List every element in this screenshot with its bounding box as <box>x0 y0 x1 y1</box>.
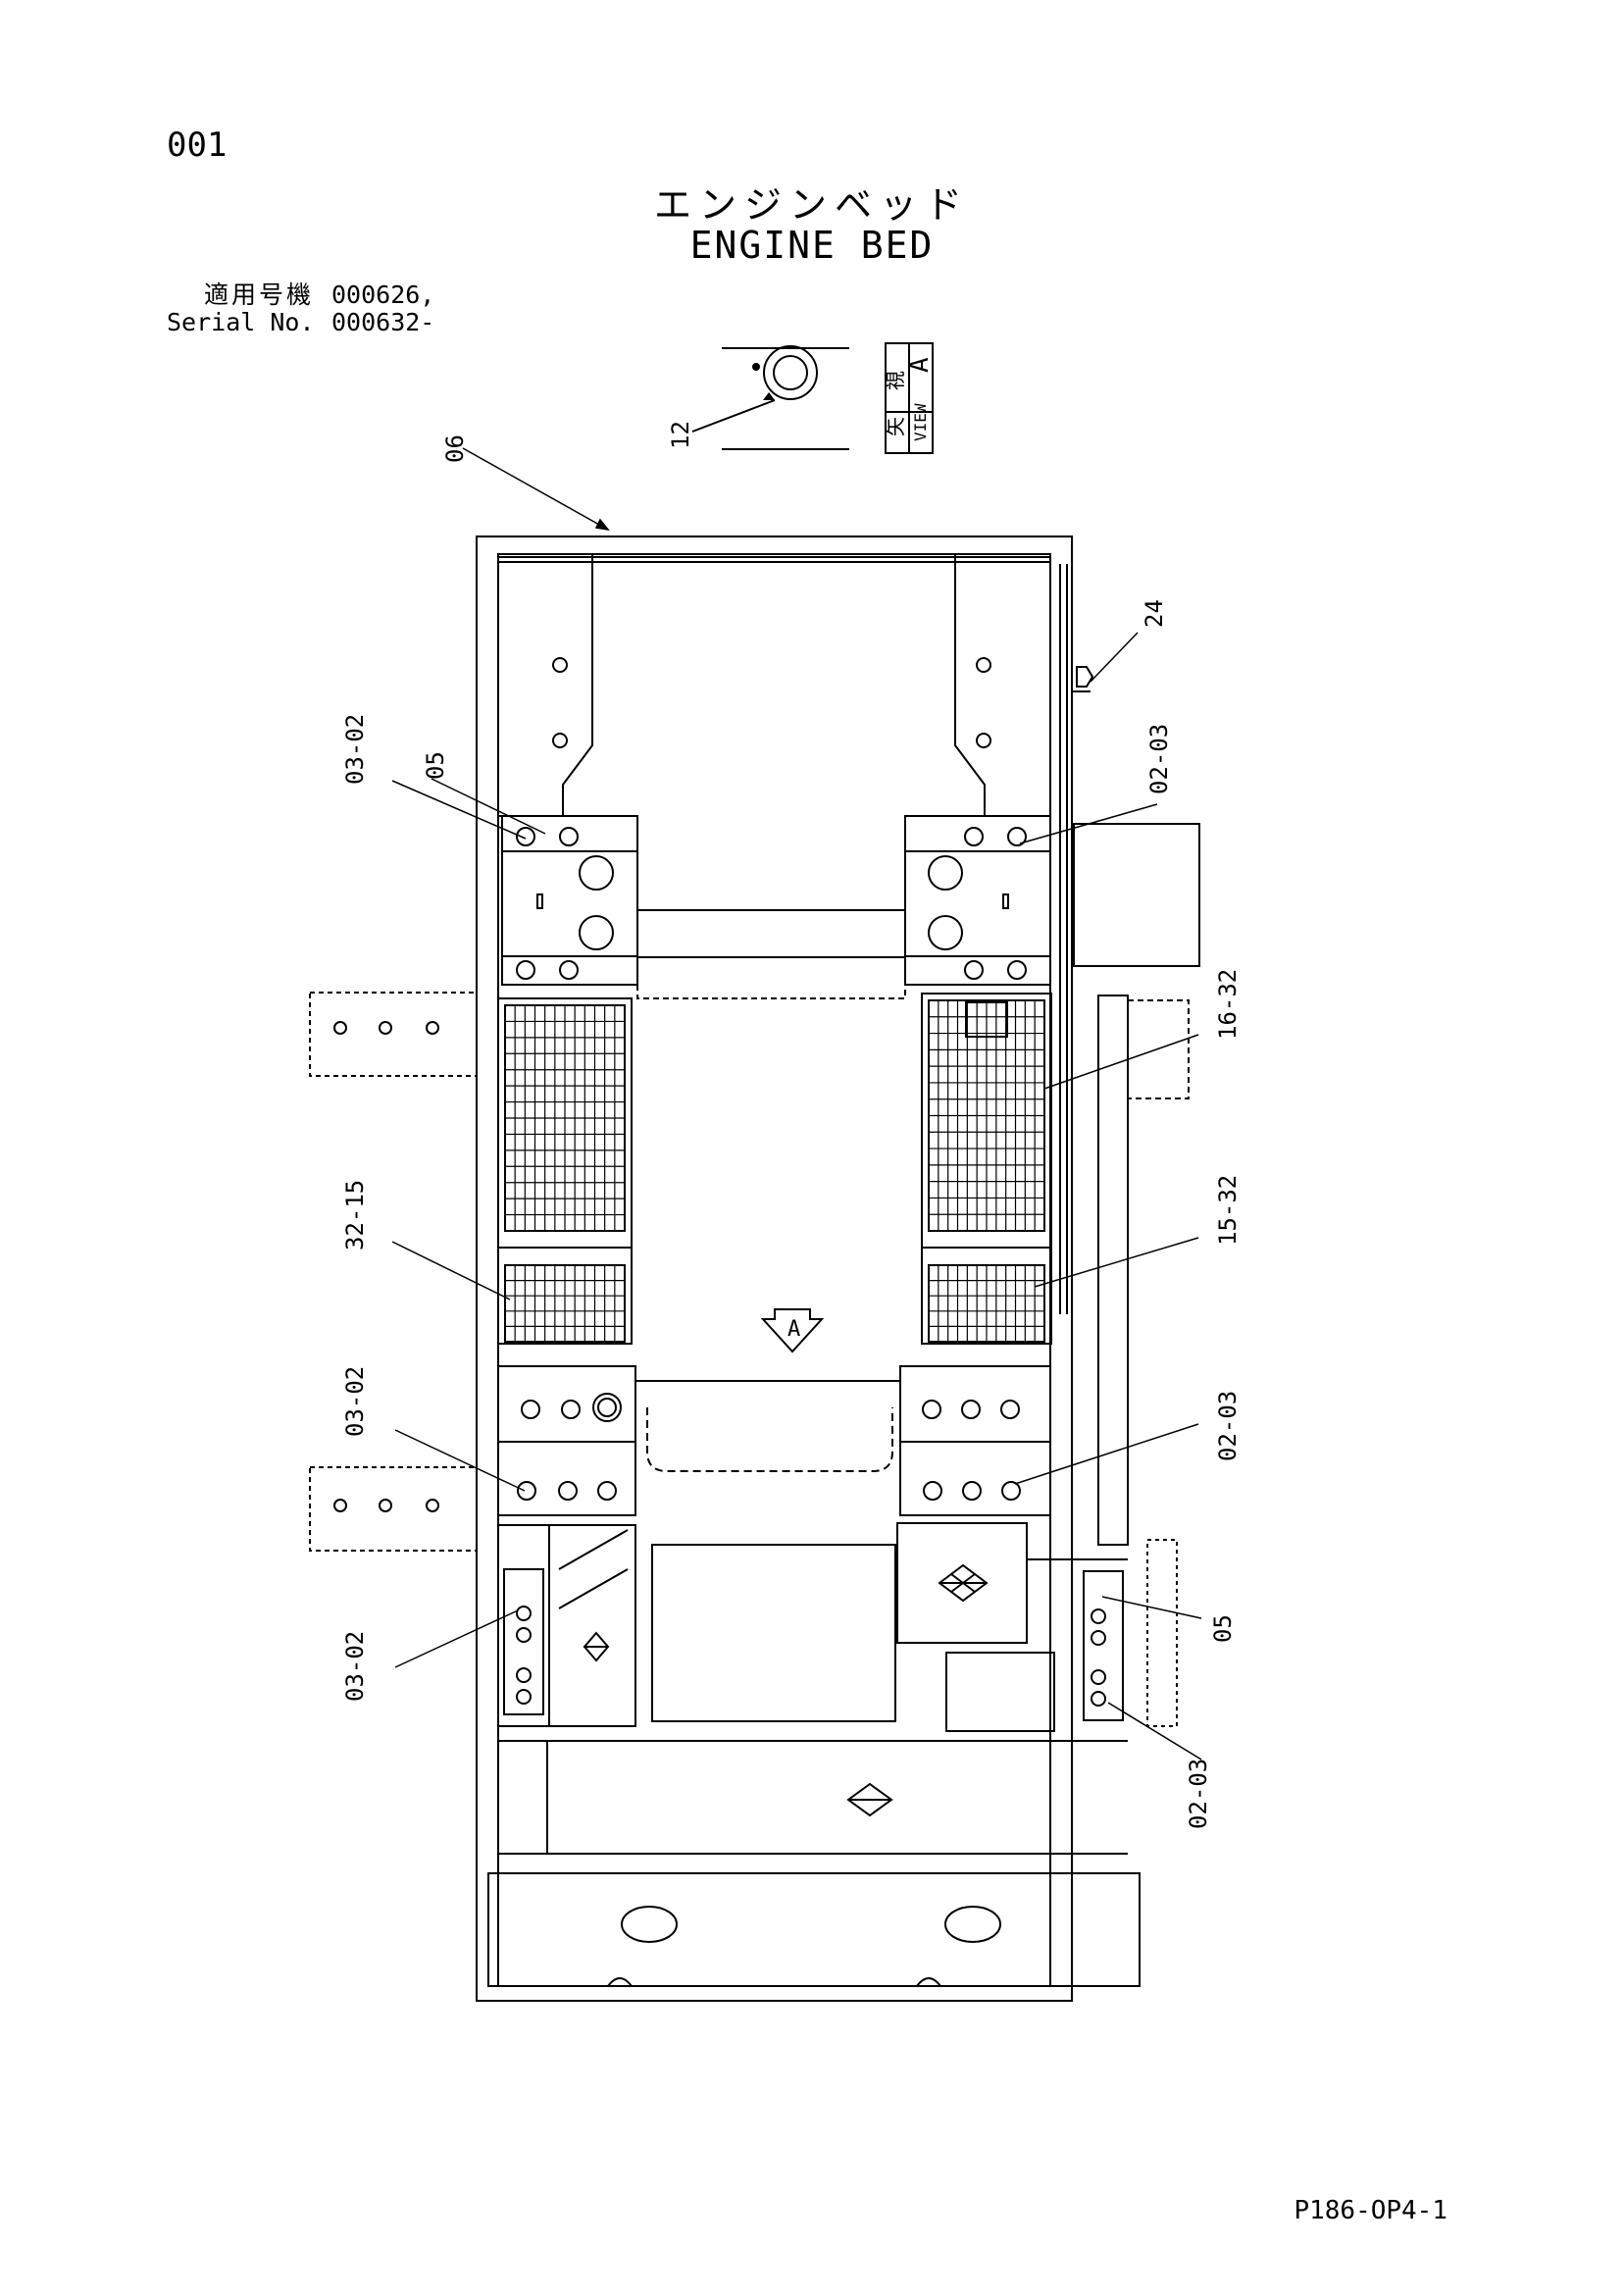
callout-labels: 06 12 24 03-02 05 02-03 16-32 32-15 15-3… <box>341 421 1242 1829</box>
serial-value-2: 000632- <box>331 308 435 336</box>
serial-value-1: 000626, <box>331 281 435 309</box>
callout-02-03-upper-right: 02-03 <box>1145 724 1173 794</box>
grille-bars <box>929 1265 1044 1342</box>
callout-12: 12 <box>667 421 694 449</box>
view-a-label: 矢 視 VIEW A <box>884 357 935 441</box>
page-number: 001 <box>167 126 228 165</box>
serial-label-en: Serial No. <box>167 308 315 336</box>
callout-05-lower-right: 05 <box>1209 1614 1237 1643</box>
view-letter: A <box>905 357 935 373</box>
view-jp-1: 矢 <box>884 417 907 436</box>
title-english: ENGINE BED <box>689 224 935 267</box>
serial-applicability: 適用号機 000626, Serial No. 000632- <box>167 281 434 336</box>
grille-bars <box>505 1265 625 1342</box>
callout-02-03-lower-right: 02-03 <box>1185 1759 1212 1829</box>
callout-15-32: 15-32 <box>1214 1175 1242 1246</box>
grille-bars <box>505 1005 625 1231</box>
callout-02-03-middle-right: 02-03 <box>1214 1391 1242 1461</box>
callout-03-02-upper-left: 03-02 <box>341 714 369 785</box>
title-japanese: エンジンベッド <box>653 183 970 227</box>
callout-32-15: 32-15 <box>341 1180 369 1250</box>
document-code: P186-OP4-1 <box>1294 2196 1447 2225</box>
view-a-inset <box>691 342 934 454</box>
callout-03-02-middle-left: 03-02 <box>341 1366 369 1437</box>
callout-24: 24 <box>1141 599 1168 628</box>
callout-06: 06 <box>441 434 469 463</box>
view-jp-2: 視 <box>884 371 907 390</box>
callout-leaders <box>391 447 1202 1760</box>
callout-16-32: 16-32 <box>1214 969 1242 1040</box>
engine-bed-frame: A <box>309 536 1200 2002</box>
grille-bars <box>929 1000 1044 1231</box>
view-en: VIEW <box>911 403 930 441</box>
callout-03-02-lower-left: 03-02 <box>341 1631 369 1702</box>
callout-05-upper-left: 05 <box>422 751 449 780</box>
serial-label-jp: 適用号機 <box>203 281 314 309</box>
flow-arrow-letter: A <box>787 1317 800 1342</box>
